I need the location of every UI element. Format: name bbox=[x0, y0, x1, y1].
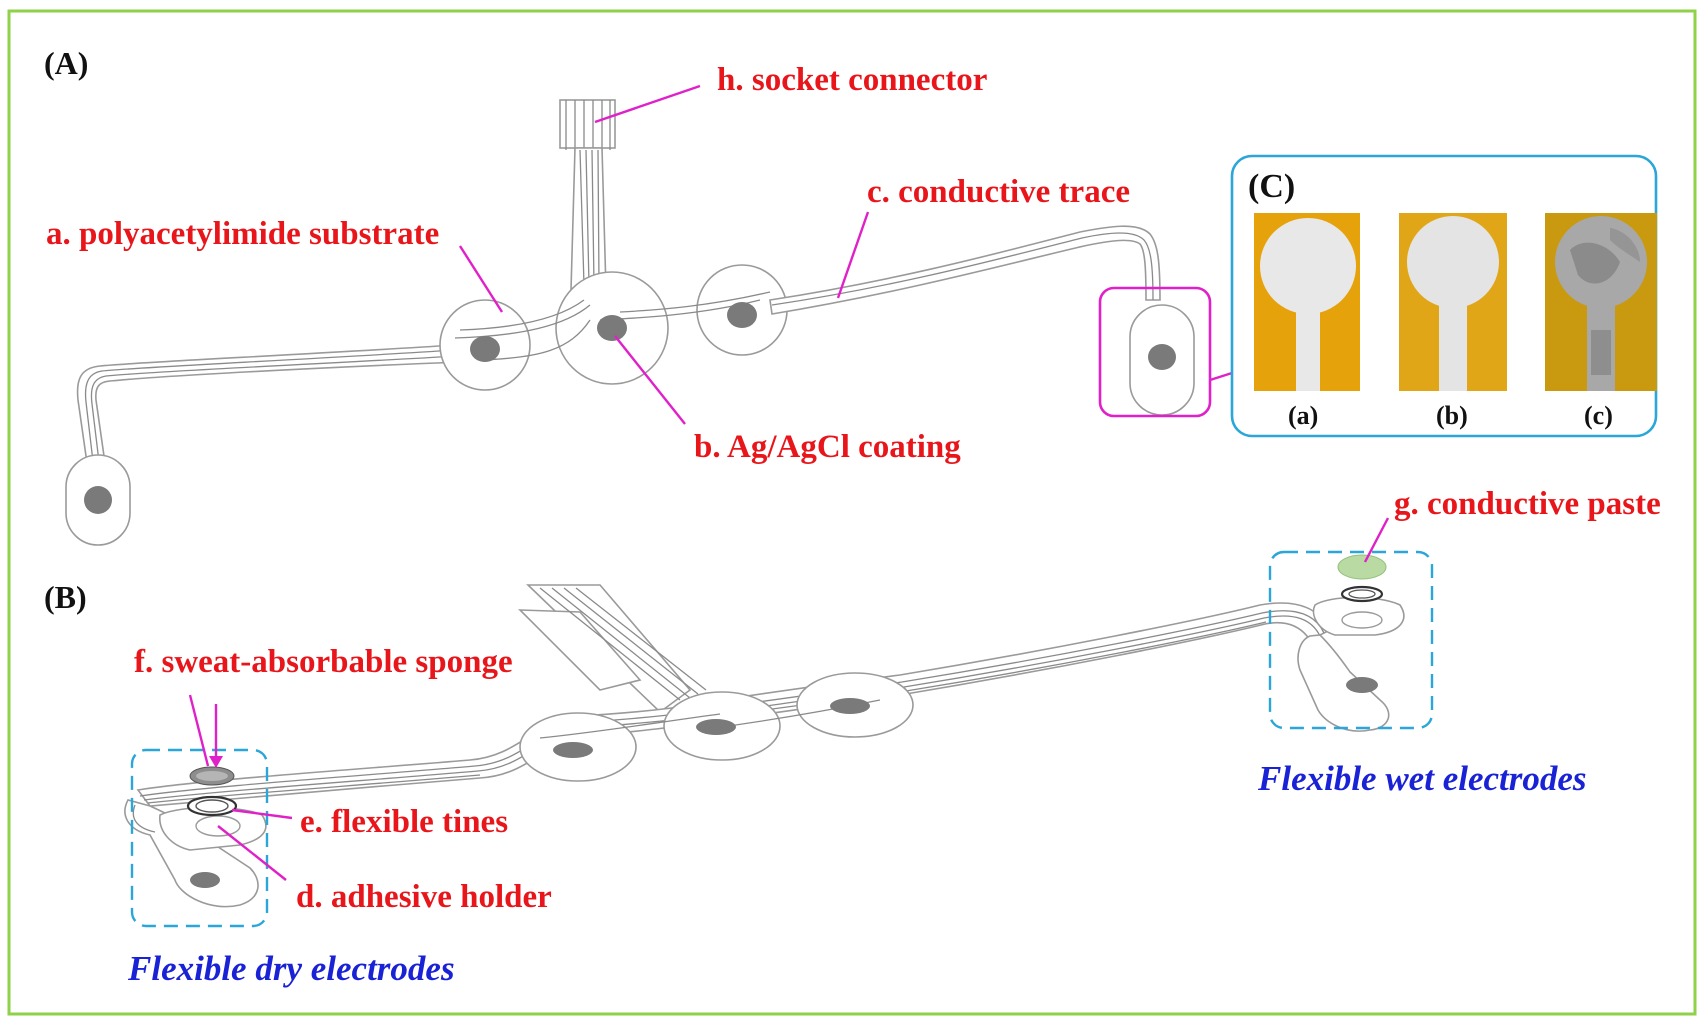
photo-b bbox=[1399, 213, 1507, 391]
hub-electrode-2-coating bbox=[597, 315, 627, 341]
right-electrode-coating bbox=[1148, 344, 1176, 370]
callout-f: f. sweat-absorbable sponge bbox=[134, 644, 513, 680]
hub-electrode-3-coating bbox=[727, 302, 757, 328]
wet-electrode-assembly bbox=[1297, 554, 1405, 732]
photo-a-label: (a) bbox=[1288, 401, 1318, 430]
dry-electrode-box bbox=[130, 748, 269, 928]
photo-c-label: (c) bbox=[1584, 401, 1613, 430]
hub-electrode-1-coating bbox=[470, 336, 500, 362]
leader-f-1 bbox=[188, 694, 210, 767]
panel-c-label: (C) bbox=[1248, 168, 1295, 205]
leader-c bbox=[836, 211, 870, 299]
leader-f-arrow bbox=[209, 756, 223, 768]
leader-g bbox=[1363, 517, 1390, 563]
panel-c-inset: (C) (a) (b) (c) bbox=[1230, 154, 1658, 438]
b-hub-coating-1 bbox=[553, 742, 593, 758]
b-connector-ribbon bbox=[518, 584, 707, 714]
callout-c: c. conductive trace bbox=[867, 174, 1130, 210]
callout-h: h. socket connector bbox=[717, 62, 987, 98]
leader-e bbox=[231, 808, 293, 820]
zoom-connector bbox=[1209, 371, 1233, 382]
caption-dry: Flexible dry electrodes bbox=[127, 949, 455, 988]
leader-a bbox=[458, 245, 504, 313]
socket-connector-ribbon bbox=[559, 99, 616, 291]
leader-d bbox=[217, 825, 287, 881]
wet-electrode-box bbox=[1268, 550, 1434, 730]
caption-wet: Flexible wet electrodes bbox=[1257, 759, 1587, 798]
panel-b-label: (B) bbox=[44, 579, 87, 615]
b-hub-coating-2 bbox=[696, 719, 736, 735]
callout-b: b. Ag/AgCl coating bbox=[694, 429, 961, 465]
callout-e: e. flexible tines bbox=[300, 804, 508, 840]
callout-g: g. conductive paste bbox=[1394, 486, 1661, 522]
b-hub-coating-3 bbox=[830, 698, 870, 714]
panel-a: (A) bbox=[44, 45, 1233, 546]
callout-d: d. adhesive holder bbox=[296, 879, 552, 915]
leader-b bbox=[614, 335, 686, 425]
left-electrode-coating bbox=[84, 486, 112, 514]
panel-b: (B) bbox=[44, 486, 1661, 988]
photo-b-label: (b) bbox=[1436, 401, 1468, 430]
right-trace bbox=[769, 225, 1161, 315]
dry-electrode-assembly bbox=[124, 766, 267, 908]
callout-a: a. polyacetylimide substrate bbox=[46, 216, 439, 252]
panel-a-label: (A) bbox=[44, 45, 88, 81]
leader-h bbox=[594, 84, 701, 124]
photo-a bbox=[1254, 213, 1360, 391]
photo-c bbox=[1545, 213, 1657, 391]
zoom-highlight bbox=[1098, 286, 1212, 418]
